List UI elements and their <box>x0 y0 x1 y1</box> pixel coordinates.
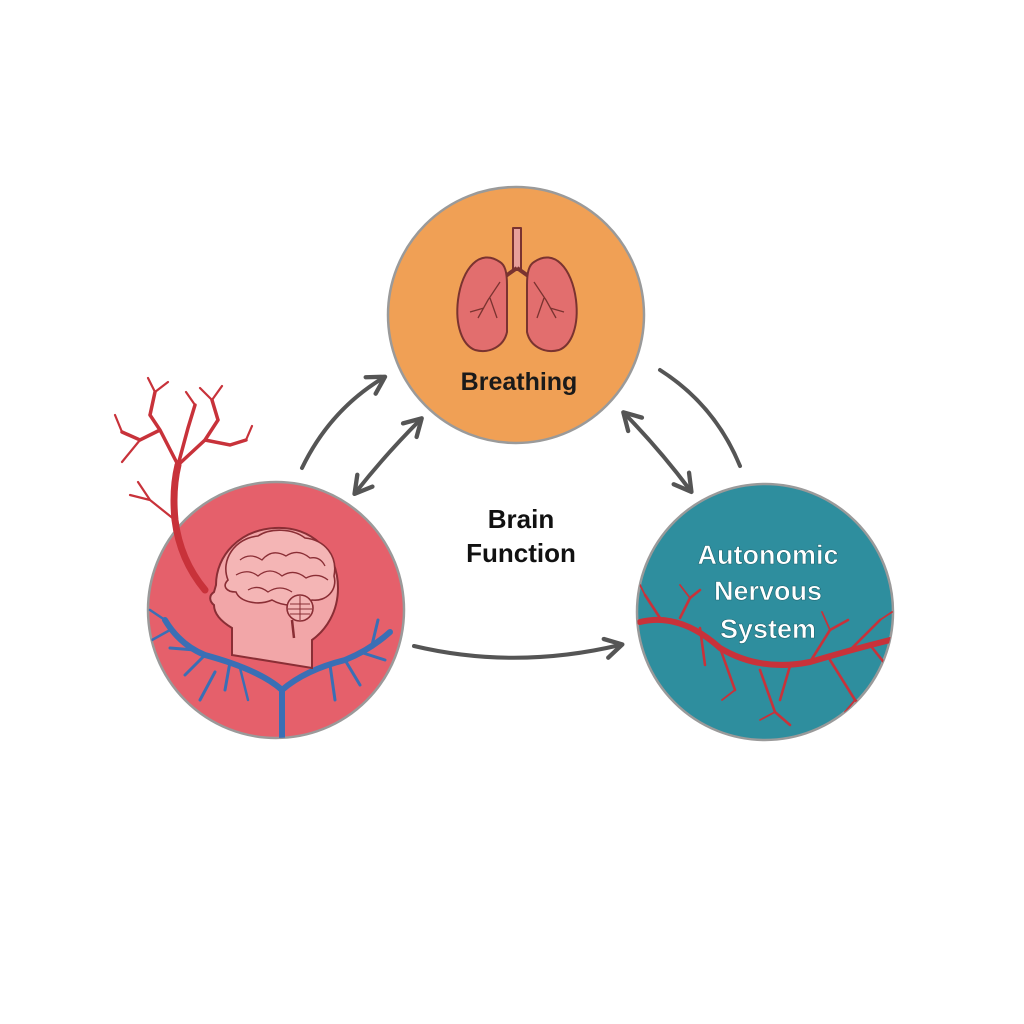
edge-brain-breathing-bidirectional <box>352 416 424 497</box>
brain-function-label-line1: Brain <box>488 504 554 534</box>
breathing-label: Breathing <box>461 368 578 396</box>
lungs-icon <box>456 227 578 352</box>
nerve-branches-icon <box>637 584 893 727</box>
brain-function-label: Brain Function <box>466 504 576 568</box>
vein-icon <box>148 608 393 738</box>
autonomic-circle <box>635 482 895 742</box>
artery-icon <box>113 376 254 594</box>
node-brain <box>113 376 406 740</box>
autonomic-label-line2: Nervous <box>714 576 822 606</box>
autonomic-label-line1: Autonomic <box>698 540 839 570</box>
edge-brain-to-autonomic <box>412 636 625 660</box>
brain-function-label-line2: Function <box>466 538 576 568</box>
node-autonomic: Autonomic Nervous System <box>635 482 895 742</box>
edge-autonomic-to-breathing-outer <box>658 368 742 468</box>
edge-brain-to-breathing-outer <box>300 374 388 470</box>
autonomic-label-line3: System <box>720 614 816 644</box>
brain-icon <box>224 529 336 639</box>
breathing-circle <box>386 185 646 445</box>
node-breathing: Breathing <box>386 185 646 445</box>
edge-breathing-autonomic-bidirectional <box>621 410 694 495</box>
